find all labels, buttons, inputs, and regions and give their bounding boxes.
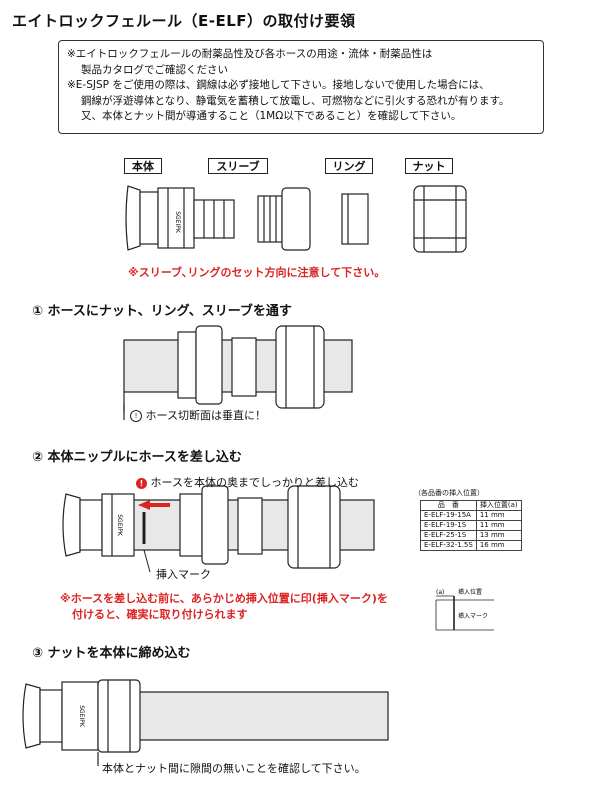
exclamation-icon: ! — [136, 477, 147, 489]
step2-red-line2: 付けると、確実に取り付けられます — [72, 608, 248, 621]
table-header: 挿入位置(a) — [475, 500, 522, 511]
a-label: (a) — [436, 589, 444, 596]
step2-red-line1: ※ホースを差し込む前に、あらかじめ挿入位置に印(挿入マーク)を — [60, 592, 388, 605]
step2-note-top: ! ホースを本体の奥までしっかりと差し込む — [136, 474, 359, 490]
sleeve-drawing — [257, 187, 311, 251]
step2-push-arrow — [138, 500, 170, 510]
table-header: 品 番 — [420, 500, 477, 511]
notice-line: ※エイトロックフェルールの耐薬品性及び各ホースの用途・流体・耐薬品性は — [67, 48, 433, 60]
brand-mark: SGEIPK — [78, 705, 85, 728]
label-sleeve: スリーブ — [208, 158, 268, 174]
table-row: E-ELF-32-1.5S 16 mm — [420, 540, 522, 551]
nut-drawing — [413, 185, 467, 253]
label-nut: ナット — [405, 158, 453, 174]
insert-position-diagram — [435, 595, 494, 631]
table-row: E-ELF-19-15A 11 mm — [420, 510, 522, 521]
notice-line: 製品カタログでご確認ください — [81, 63, 228, 76]
notice-line: 鋼線が浮遊導体となり、静電気を蓄積して放電し、可燃物などに引火する恐れが有ります… — [81, 94, 510, 107]
insert-mark-label: 挿入マーク — [156, 568, 211, 581]
step1-note: ! ホース切断面は垂直に！ — [130, 407, 266, 423]
step3-note: 本体とナット間に隙間の無いことを確認して下さい。 — [102, 762, 366, 775]
notice-line: ※E-SJSP をご使用の際は、鋼線は必ず接地して下さい。接地しないで使用した場… — [67, 79, 490, 91]
label-ring: リング — [325, 158, 373, 174]
table-row: E-ELF-25-1S 13 mm — [420, 530, 522, 541]
brand-mark: SGEIPK — [174, 211, 181, 234]
step2-title: ② 本体ニップルにホースを差し込む — [32, 450, 242, 465]
parts-caution: ※スリーブ､リングのセット方向に注意して下さい。 — [128, 266, 386, 279]
insert-position-table: 品 番 挿入位置(a) E-ELF-19-15A 11 mm E-ELF-19-… — [420, 500, 522, 551]
table-row: E-ELF-19-1S 11 mm — [420, 520, 522, 531]
page-title: エイトロックフェルール（E-ELF）の取付け要領 — [12, 12, 356, 30]
step3-title: ③ ナットを本体に締め込む — [32, 646, 191, 661]
warning-icon: ! — [130, 410, 142, 422]
step3-drawing — [22, 679, 389, 766]
step2-drawing — [62, 485, 375, 569]
insert-table-caption: （各品番の挿入位置） — [414, 489, 484, 497]
notice-line: 又、本体とナット間が導通すること（1MΩ以下であること）を確認して下さい。 — [81, 110, 462, 122]
insert-table-wrap: 品 番 挿入位置(a) E-ELF-19-15A 11 mm E-ELF-19-… — [420, 500, 522, 551]
step1-title: ① ホースにナット、リング、スリーブを通す — [32, 304, 292, 319]
ring-drawing — [341, 193, 369, 245]
label-body: 本体 — [124, 158, 162, 174]
body-fitting-drawing — [125, 185, 235, 251]
notice-box: ※エイトロックフェルールの耐薬品性及び各ホースの用途・流体・耐薬品性は 製品カタ… — [58, 40, 544, 134]
brand-mark: SGEIPK — [116, 514, 123, 537]
mark-label: 挿入マーク — [458, 612, 488, 620]
pos-label: 挿入位置 — [458, 588, 482, 596]
step1-drawing — [123, 325, 353, 412]
